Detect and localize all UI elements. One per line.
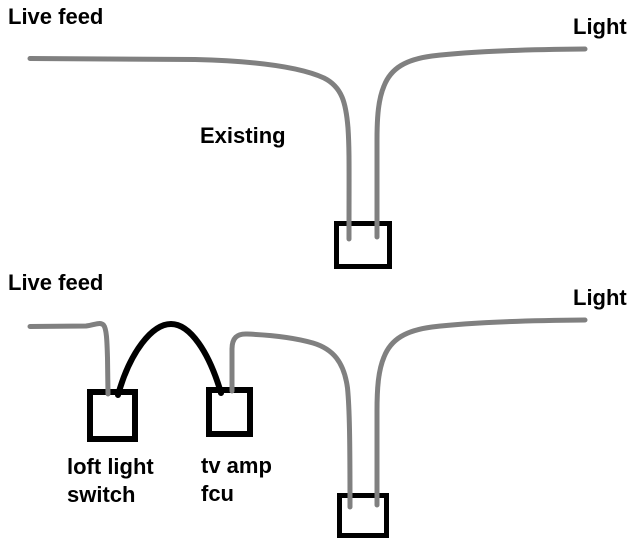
top-live-feed-wire [27,56,352,242]
top-live-feed-label: Live feed [8,4,104,29]
top-light-wire [374,46,588,240]
loft-light-switch-box [87,389,138,442]
loft-light-switch-label-line2: switch [67,482,136,507]
top-light-label: Light [573,14,627,39]
loft-light-switch-label-line1: loft light [67,454,154,479]
switch-to-fcu-link-wire [115,320,224,398]
existing-caption: Existing [200,123,286,148]
fcu-to-rose-wire [229,331,353,510]
tv-amp-fcu-label-line2: fcu [201,481,234,506]
loft-light-switch-label: loft light switch [67,453,154,509]
tv-amp-fcu-label: tv amp fcu [201,452,272,508]
top-ceiling-rose-box [334,221,392,269]
bottom-live-feed-label: Live feed [8,270,104,295]
bottom-light-label: Light [573,285,627,310]
tv-amp-fcu-box [206,387,253,437]
tv-amp-fcu-label-line1: tv amp [201,453,272,478]
bottom-live-feed-wire [27,321,111,397]
bottom-light-wire [374,317,588,508]
bottom-ceiling-rose-box [337,493,389,538]
